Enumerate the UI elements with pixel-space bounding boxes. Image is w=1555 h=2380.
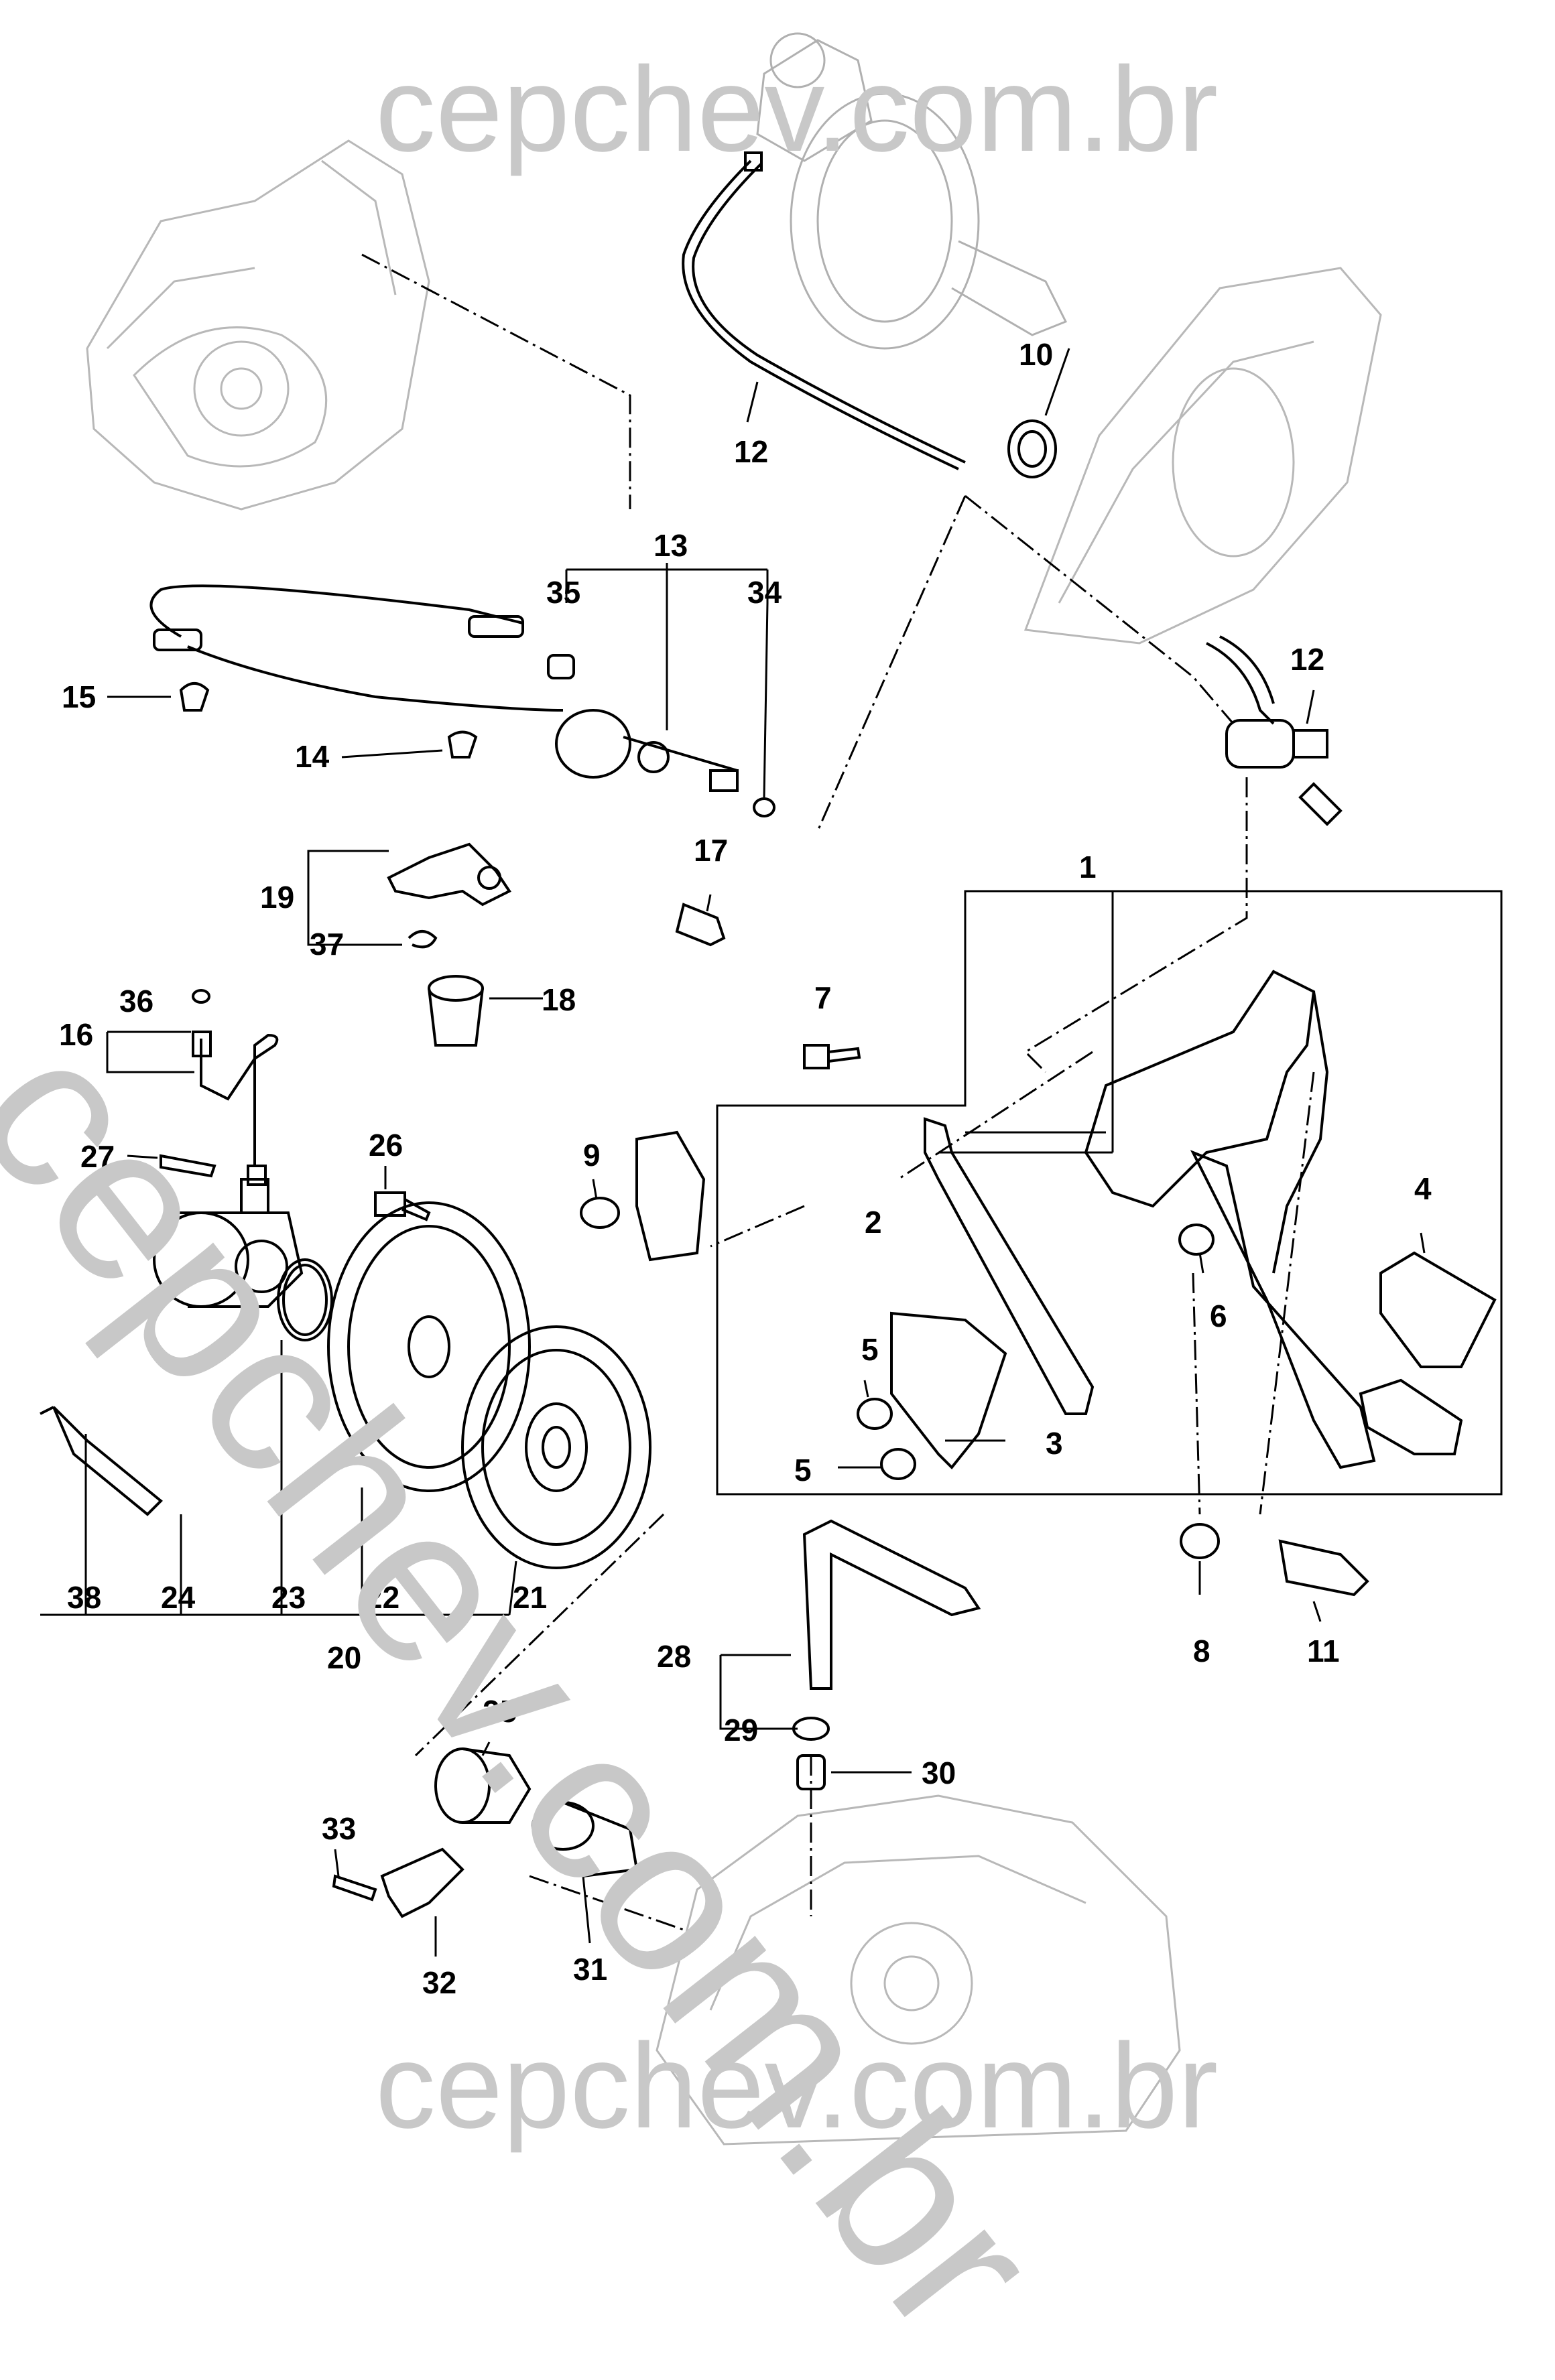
label-2: 2 bbox=[865, 1205, 882, 1240]
label-36: 36 bbox=[119, 984, 153, 1018]
solid-leaders bbox=[40, 348, 1426, 1957]
part-9-plate bbox=[635, 1130, 706, 1262]
label-17: 17 bbox=[694, 833, 728, 868]
part-4b-clutch-pad bbox=[1359, 1378, 1463, 1455]
label-29: 29 bbox=[724, 1713, 758, 1747]
part-5-nut-a bbox=[857, 1398, 893, 1430]
part-18-bushing bbox=[428, 975, 484, 1047]
label-37: 37 bbox=[310, 927, 344, 962]
label-20: 20 bbox=[327, 1640, 361, 1675]
part-17-bolt bbox=[675, 903, 726, 947]
part-32-fork bbox=[380, 1847, 464, 1918]
label-13: 13 bbox=[654, 528, 688, 563]
label-22: 22 bbox=[365, 1580, 399, 1615]
part-22-pressure-plate bbox=[327, 1201, 531, 1492]
part-37-clip bbox=[408, 930, 438, 949]
label-28: 28 bbox=[657, 1639, 691, 1674]
label-25: 25 bbox=[483, 1694, 517, 1729]
part-27-bolt bbox=[160, 1154, 216, 1178]
label-24: 24 bbox=[161, 1580, 196, 1615]
label-16: 16 bbox=[59, 1017, 93, 1052]
part-26-bolt bbox=[374, 1191, 431, 1221]
part-36-seal bbox=[192, 989, 210, 1004]
pedal-assembly-frame bbox=[716, 890, 1503, 1496]
label-31: 31 bbox=[573, 1952, 607, 1987]
watermark-bottom: cepchev.com.br bbox=[375, 2019, 1219, 2154]
label-30: 30 bbox=[922, 1756, 956, 1790]
label-3: 3 bbox=[1046, 1426, 1063, 1461]
label-27: 27 bbox=[80, 1139, 115, 1174]
part-15-clip bbox=[179, 682, 210, 712]
label-12-right: 12 bbox=[1290, 642, 1324, 677]
ghost-firewall bbox=[1023, 267, 1382, 645]
label-11: 11 bbox=[1307, 1634, 1340, 1668]
part-34-washer bbox=[753, 797, 775, 817]
part-9-bushing bbox=[580, 1197, 620, 1229]
part-38-grease-tube bbox=[40, 1406, 163, 1516]
label-10: 10 bbox=[1019, 337, 1053, 372]
label-19: 19 bbox=[260, 880, 294, 915]
label-18: 18 bbox=[542, 982, 576, 1017]
label-33: 33 bbox=[322, 1811, 356, 1846]
part-7-bolt bbox=[803, 1044, 861, 1069]
part-10-grommet bbox=[1007, 419, 1057, 478]
part-11-switch bbox=[1278, 1539, 1369, 1597]
part-3-bracket bbox=[890, 1311, 1007, 1469]
part-33-bolt bbox=[332, 1874, 377, 1902]
label-5b: 5 bbox=[794, 1453, 812, 1488]
label-6: 6 bbox=[1210, 1299, 1227, 1333]
label-21: 21 bbox=[513, 1580, 547, 1615]
label-15: 15 bbox=[62, 679, 96, 714]
part-12-hose-top bbox=[682, 151, 966, 470]
part-35-nut bbox=[547, 654, 575, 679]
label-7: 7 bbox=[814, 980, 832, 1015]
part-31-guide-sleeve bbox=[532, 1801, 639, 1877]
part-23-o-ring bbox=[277, 1258, 333, 1341]
part-28-release-fork bbox=[802, 1519, 981, 1690]
part-19-elbow-fitting bbox=[387, 842, 511, 907]
part-1-pedal-bracket bbox=[1084, 970, 1376, 1469]
watermark-top: cepchev.com.br bbox=[375, 42, 1219, 177]
part-2-bracket bbox=[924, 1117, 1095, 1415]
ghost-transmission-bottom bbox=[656, 1794, 1181, 2145]
parts-diagram: 1 2 3 4 5 5 6 7 8 9 10 11 12 12 13 14 15… bbox=[0, 32, 1503, 2378]
dashdot-leaders bbox=[361, 253, 1315, 1931]
label-9: 9 bbox=[583, 1138, 601, 1173]
part-25-bearing bbox=[434, 1747, 532, 1824]
label-32: 32 bbox=[422, 1965, 456, 2000]
part-29-seal bbox=[792, 1717, 830, 1741]
label-4: 4 bbox=[1414, 1171, 1432, 1206]
part-12-master-cylinder bbox=[1206, 635, 1343, 826]
label-5a: 5 bbox=[861, 1332, 879, 1367]
part-8-nut bbox=[1180, 1523, 1220, 1559]
label-26: 26 bbox=[369, 1128, 403, 1163]
callout-labels: 1 2 3 4 5 5 6 7 8 9 10 11 12 12 13 14 15… bbox=[59, 337, 1432, 2000]
label-23: 23 bbox=[271, 1580, 306, 1615]
part-14-clip bbox=[447, 730, 478, 758]
label-12-top: 12 bbox=[734, 434, 768, 469]
ghost-transmission-top bbox=[86, 139, 430, 511]
label-34: 34 bbox=[747, 575, 782, 610]
part-21-clutch-disc bbox=[461, 1325, 651, 1569]
part-4-pedal-pad bbox=[1379, 1251, 1497, 1368]
ghost-brake-booster bbox=[756, 32, 1068, 350]
label-8: 8 bbox=[1193, 1634, 1210, 1668]
part-5-nut-b bbox=[880, 1448, 916, 1480]
label-35: 35 bbox=[546, 575, 580, 610]
diagram-svg: 1 2 3 4 5 5 6 7 8 9 10 11 12 12 13 14 15… bbox=[40, 32, 1503, 2145]
label-1: 1 bbox=[1079, 850, 1097, 884]
label-38: 38 bbox=[67, 1580, 101, 1615]
part-13-clutch-line bbox=[149, 584, 739, 792]
part-16-pipe bbox=[192, 1031, 279, 1186]
part-6-bushing bbox=[1178, 1224, 1215, 1256]
label-14: 14 bbox=[295, 739, 330, 774]
part-24-slave-cylinder bbox=[153, 1178, 304, 1308]
